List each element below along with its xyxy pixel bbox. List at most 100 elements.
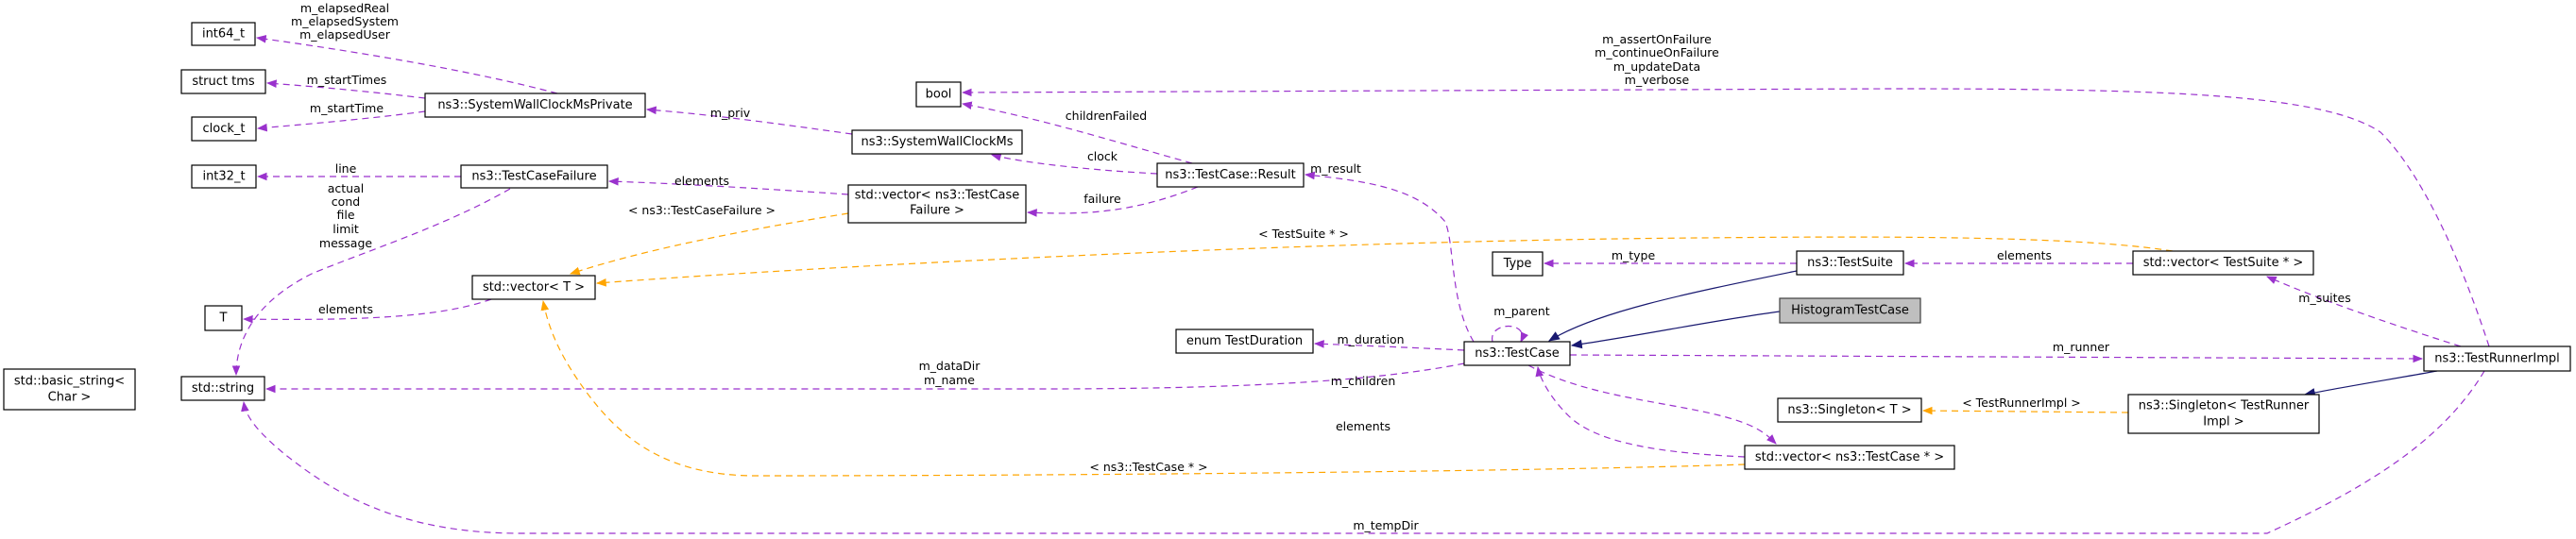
edge-priv: [645, 106, 853, 135]
edge-label: failure: [1083, 192, 1121, 206]
svg-text:Char >: Char >: [48, 391, 92, 405]
svg-text:std::vector< T >: std::vector< T >: [483, 280, 585, 295]
edge-bool-members: [961, 88, 2490, 347]
edge-starttimes: [265, 79, 426, 99]
edge-result: [1304, 171, 1475, 343]
edge-label: m_result: [1310, 161, 1361, 176]
node-vector-test-case-failure[interactable]: std::vector< ns3::TestCase Failure >: [847, 184, 1027, 224]
svg-text:ns3::SystemWallClockMsPrivate: ns3::SystemWallClockMsPrivate: [437, 98, 632, 112]
svg-text:std::vector< ns3::TestCase * >: std::vector< ns3::TestCase * >: [1755, 450, 1944, 464]
edge-label: m_verbose: [1625, 73, 1690, 87]
node-clock-t[interactable]: clock_t: [191, 116, 257, 142]
svg-text:ns3::TestCase: ns3::TestCase: [1475, 346, 1559, 361]
edge-childrenfailed: [961, 101, 1193, 164]
edge-label: line: [335, 161, 357, 176]
edge-label: m_updateData: [1613, 59, 1700, 74]
node-system-wall-clock-ms-private[interactable]: ns3::SystemWallClockMsPrivate: [424, 93, 646, 118]
svg-text:clock_t: clock_t: [203, 122, 246, 136]
node-vector-test-case[interactable]: std::vector< ns3::TestCase * >: [1744, 445, 1955, 470]
node-vector-test-suite[interactable]: std::vector< TestSuite * >: [2132, 250, 2314, 276]
edge-tempdir: [241, 370, 2485, 534]
svg-text:Type: Type: [1503, 257, 1532, 271]
edge-label: m_priv: [710, 106, 751, 120]
node-test-case[interactable]: ns3::TestCase: [1463, 341, 1571, 366]
edge-label: limit: [333, 222, 359, 236]
edge-clock: [990, 153, 1158, 175]
edge-label: m_continueOnFailure: [1595, 45, 1719, 59]
edge-label: < ns3::TestCaseFailure >: [628, 203, 776, 217]
edge-labels: m_elapsedReal m_elapsedSystem m_elapsedU…: [291, 1, 2351, 532]
node-enum-test-duration[interactable]: enum TestDuration: [1175, 328, 1314, 354]
node-type[interactable]: Type: [1492, 251, 1544, 277]
edge-label: m_elapsedReal: [300, 1, 389, 15]
edge-inherit-testsuite: [1547, 270, 1798, 342]
svg-text:ns3::TestRunnerImpl: ns3::TestRunnerImpl: [2434, 352, 2560, 366]
edge-parent: [1492, 325, 1528, 343]
edge-label: < ns3::TestCase * >: [1089, 460, 1207, 474]
svg-text:T: T: [219, 312, 228, 326]
edge-label: m_type: [1612, 248, 1656, 262]
node-test-suite[interactable]: ns3::TestSuite: [1796, 250, 1904, 276]
edge-label: childrenFailed: [1066, 109, 1147, 123]
svg-text:Impl >: Impl >: [2203, 415, 2243, 430]
edge-label: < TestRunnerImpl >: [1962, 396, 2081, 410]
edge-starttime: [256, 110, 426, 132]
node-bool[interactable]: bool: [915, 81, 962, 108]
edge-children: [1527, 364, 1777, 445]
node-T[interactable]: T: [204, 305, 243, 331]
edge-elapsed: [255, 35, 558, 94]
svg-text:ns3::Singleton< TestRunner: ns3::Singleton< TestRunner: [2139, 399, 2310, 413]
svg-text:ns3::TestSuite: ns3::TestSuite: [1807, 256, 1893, 270]
svg-text:std::string: std::string: [192, 381, 254, 396]
svg-text:ns3::TestCase::Result: ns3::TestCase::Result: [1165, 168, 1295, 182]
edge-tpl-suite: [595, 236, 2174, 287]
node-int64[interactable]: int64_t: [191, 22, 256, 46]
edge-label: m_name: [924, 373, 975, 387]
svg-text:int64_t: int64_t: [202, 27, 245, 42]
edge-label: m_assertOnFailure: [1602, 32, 1712, 46]
edge-runner: [1569, 354, 2424, 363]
svg-text:struct tms: struct tms: [192, 75, 255, 89]
node-singleton-T[interactable]: ns3::Singleton< T >: [1777, 397, 1922, 423]
edge-label: message: [319, 236, 372, 250]
node-struct-tms[interactable]: struct tms: [180, 69, 266, 94]
edge-label: clock: [1087, 149, 1118, 163]
edge-label: m_suites: [2298, 291, 2350, 305]
edge-inherit-histogram: [1570, 311, 1781, 349]
node-test-case-result[interactable]: ns3::TestCase::Result: [1156, 162, 1305, 188]
edge-label: m_children: [1331, 374, 1396, 388]
node-test-case-failure[interactable]: ns3::TestCaseFailure: [460, 164, 608, 189]
edge-label: m_duration: [1337, 332, 1404, 346]
edge-label: m_dataDir: [919, 359, 981, 373]
edge-label: elements: [1336, 419, 1390, 433]
node-int32[interactable]: int32_t: [191, 164, 257, 189]
node-singleton-test-runner-impl[interactable]: ns3::Singleton< TestRunner Impl >: [2127, 394, 2320, 434]
edge-tpl-testcase: [540, 299, 1746, 477]
svg-text:ns3::TestCaseFailure: ns3::TestCaseFailure: [471, 170, 596, 184]
svg-text:Failure >: Failure >: [910, 204, 964, 218]
edge-inherit-singleton: [2303, 370, 2438, 397]
edge-tpl-runner: [1921, 406, 2129, 415]
svg-text:bool: bool: [926, 88, 952, 102]
edge-suites: [2266, 276, 2462, 347]
svg-text:enum TestDuration: enum TestDuration: [1186, 334, 1303, 348]
edge-failure: [1026, 186, 1199, 217]
node-system-wall-clock-ms[interactable]: ns3::SystemWallClockMs: [851, 129, 1023, 155]
node-test-runner-impl[interactable]: ns3::TestRunnerImpl: [2423, 345, 2571, 372]
node-std-string[interactable]: std::string: [180, 376, 265, 401]
node-histogram-test-case[interactable]: HistogramTestCase: [1779, 297, 1921, 324]
edge-label: m_runner: [2053, 340, 2110, 354]
edge-label: file: [336, 208, 354, 222]
edge-elements-T: [242, 298, 492, 324]
edge-label: elements: [318, 302, 373, 316]
edge-tpl-failure: [569, 212, 849, 276]
svg-text:std::vector< TestSuite * >: std::vector< TestSuite * >: [2143, 256, 2304, 270]
edge-label: m_elapsedUser: [299, 27, 391, 42]
edge-string-members: [264, 362, 1465, 394]
svg-text:std::vector< ns3::TestCase: std::vector< ns3::TestCase: [855, 189, 1020, 203]
node-vector-T[interactable]: std::vector< T >: [471, 275, 596, 300]
edges: [231, 35, 2490, 534]
node-basic-string[interactable]: std::basic_string< Char >: [3, 368, 136, 411]
svg-text:ns3::Singleton< T >: ns3::Singleton< T >: [1787, 403, 1911, 417]
